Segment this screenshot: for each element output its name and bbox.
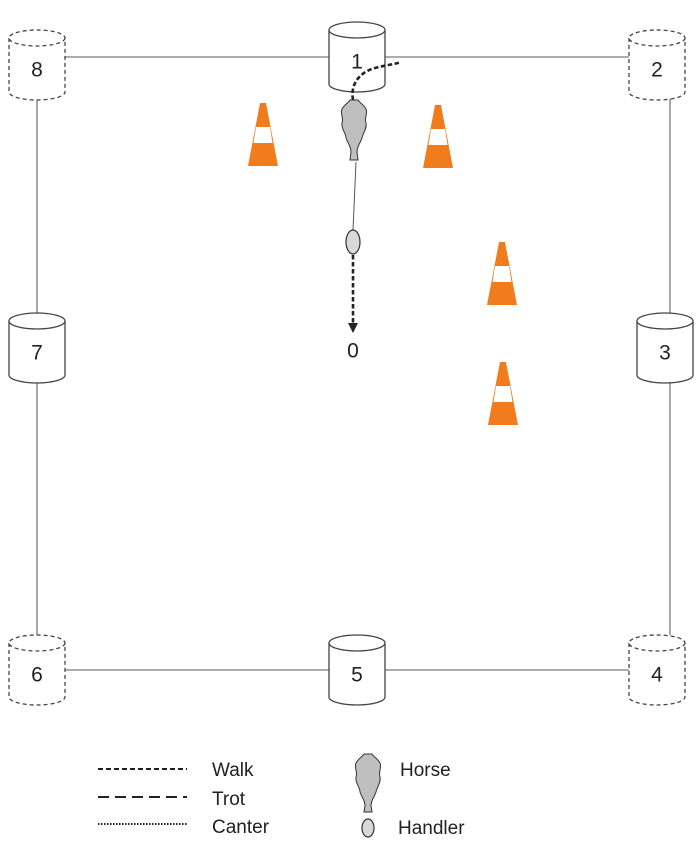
barrel-lid	[637, 313, 693, 329]
barrel-6: 6	[9, 635, 65, 705]
traffic-cone-icon	[487, 242, 517, 305]
horse-icon	[341, 100, 366, 160]
barrel-lid	[329, 635, 385, 651]
barrel-label: 6	[31, 664, 43, 687]
handler-icon	[346, 230, 360, 254]
barrel-8: 8	[9, 30, 65, 100]
legend-walk-label: Walk	[212, 760, 254, 781]
barrel-label: 4	[651, 664, 663, 687]
lead-rope	[353, 162, 356, 230]
legend-handler-label: Handler	[398, 818, 465, 839]
barrel-2: 2	[629, 30, 685, 100]
legend-canter-label: Canter	[212, 817, 270, 838]
barrel-label: 3	[659, 342, 671, 365]
barrel-label: 2	[651, 59, 663, 82]
barrel-lid	[9, 635, 65, 651]
barrel-lid	[629, 30, 685, 46]
barrel-1: 1	[329, 22, 385, 92]
barrel-label: 8	[31, 59, 43, 82]
barrel-7: 7	[9, 313, 65, 383]
legend: Walk Trot Canter Horse Handler	[98, 754, 465, 839]
barrel-4: 4	[629, 635, 685, 705]
barrel-label: 5	[351, 664, 363, 687]
traffic-cone-icon	[423, 105, 453, 168]
barrel-lid	[329, 22, 385, 38]
start-point-label: 0	[347, 340, 359, 363]
barrel-5: 5	[329, 635, 385, 705]
legend-horse-icon	[355, 754, 380, 812]
legend-handler-icon	[362, 819, 374, 837]
barrel-3: 3	[637, 313, 693, 383]
barrel-label: 1	[351, 51, 363, 74]
barrel-lid	[9, 313, 65, 329]
cones-group	[248, 103, 518, 425]
legend-trot-label: Trot	[212, 789, 246, 810]
traffic-cone-icon	[248, 103, 278, 166]
barrel-lid	[9, 30, 65, 46]
legend-horse-label: Horse	[400, 760, 451, 781]
barrel-lid	[629, 635, 685, 651]
traffic-cone-icon	[488, 362, 518, 425]
barrel-label: 7	[31, 342, 43, 365]
